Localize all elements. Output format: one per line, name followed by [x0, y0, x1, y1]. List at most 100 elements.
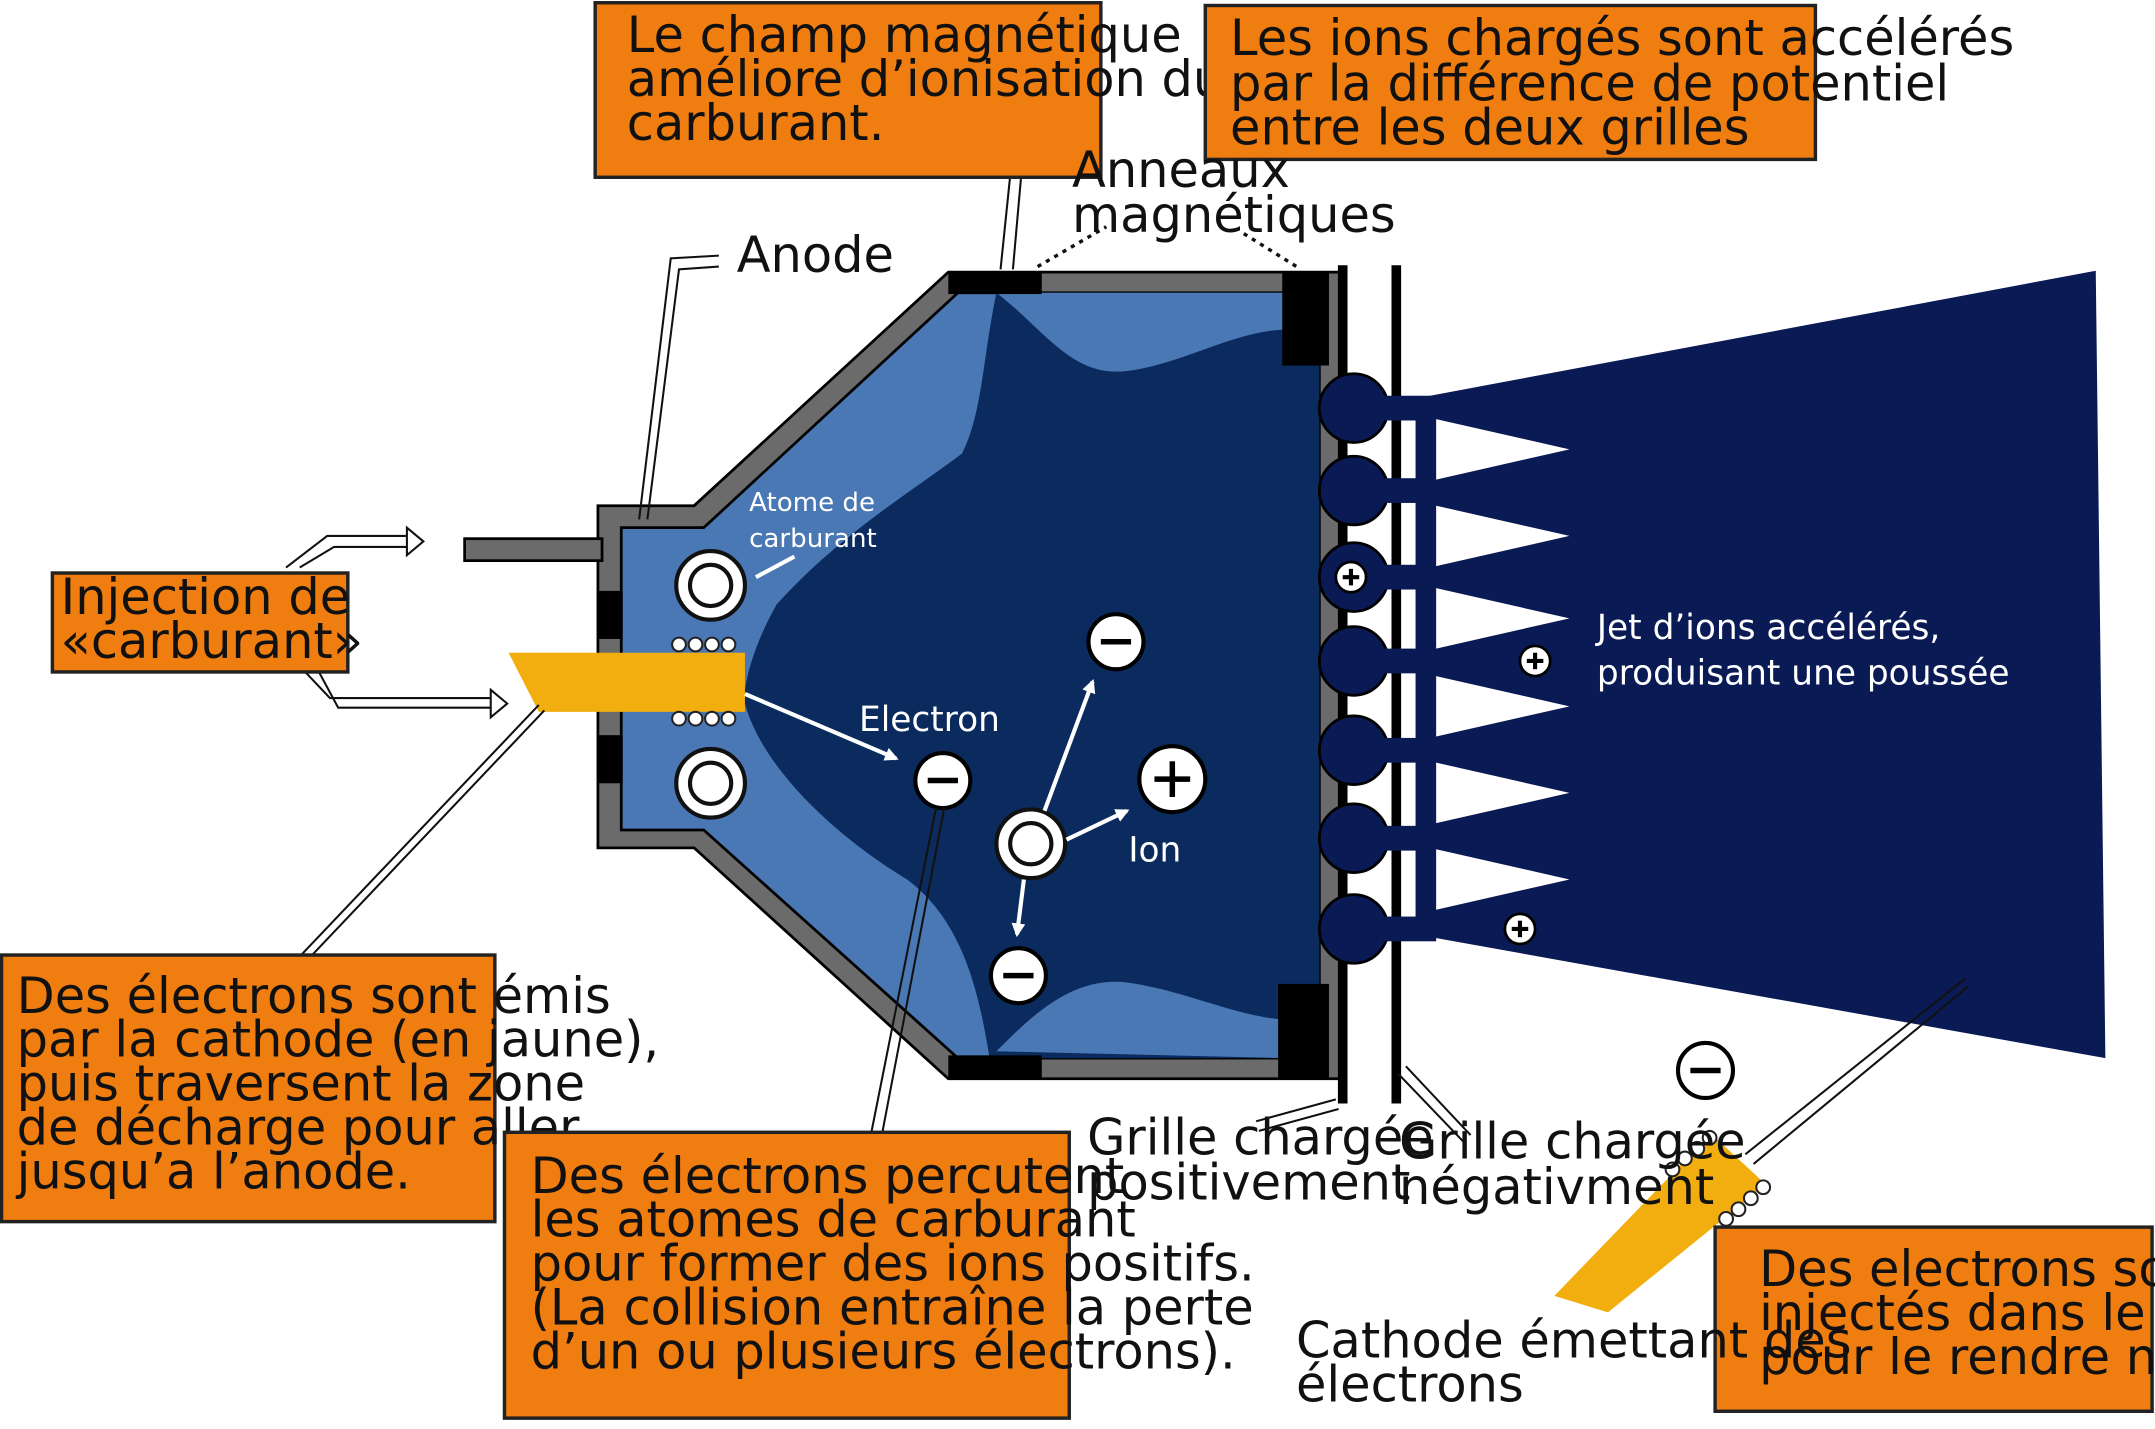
ion-symbol — [1137, 744, 1208, 815]
callout-ions-accelerated: Les ions chargés sont accélérés par la d… — [1203, 3, 2014, 162]
ion-in-grid-plus — [1342, 568, 1360, 586]
magnetic-ring-top-right — [1282, 272, 1329, 366]
injection-leader-top — [285, 534, 407, 569]
jet-gap-spike — [1436, 762, 1570, 824]
fuel-atom — [994, 807, 1068, 881]
beamlet-neck — [1374, 564, 1437, 590]
cathode-left — [508, 652, 745, 712]
electron-symbol — [913, 750, 973, 811]
callout-line: par la différence de potentiel — [1230, 54, 1949, 112]
magnetic-ring-top-left — [948, 272, 1042, 295]
callout-magnetic-field: Le champ magnétique améliore d’ionisatio… — [593, 1, 1224, 179]
electron-symbol — [1675, 1040, 1736, 1101]
callout-line: injectés dans le jet — [1759, 1284, 2155, 1342]
chamber-dark — [744, 292, 1320, 1059]
callout-line: (La collision entraîne la perte — [531, 1279, 1254, 1337]
beamlet-neck — [1374, 478, 1437, 503]
injection-leader-bottom — [304, 671, 491, 709]
electron-symbol — [988, 946, 1048, 1006]
ion-arrow-down — [1011, 879, 1026, 938]
callout-line: Des électrons percutent — [531, 1147, 1125, 1205]
callout-line: les atomes de carburant — [531, 1191, 1136, 1249]
callout-line: Le champ magnétique — [627, 6, 1182, 64]
fuel-atom-label: carburant — [749, 524, 877, 554]
callout-line: par la cathode (en jaune), — [17, 1011, 659, 1069]
electron-beads-top — [671, 636, 737, 653]
beamlet-neck — [1374, 737, 1437, 763]
anode-rod — [463, 537, 604, 563]
jet-gap-spike — [1436, 588, 1570, 649]
pos-grid-leader — [1255, 1098, 1339, 1132]
magnetic-ring-bottom-left — [948, 1055, 1042, 1079]
jet-gap-spike — [1436, 505, 1570, 567]
callout-line: Des électrons sont émis — [17, 967, 611, 1025]
fuel-atom — [674, 548, 748, 622]
ion-jet — [1415, 270, 2106, 1059]
callout-line: Des electrons sont — [1759, 1240, 2155, 1298]
callout-fuel-injection: Injection de «carburant» — [50, 568, 363, 674]
callout-line: pour former des ions positifs. — [531, 1235, 1255, 1293]
fuel-atom — [674, 746, 748, 820]
fuel-atom-pointer — [754, 554, 796, 579]
fuel-atom-label: Atome de — [749, 488, 875, 518]
electron-path-arrow — [744, 692, 899, 761]
ion-label: Ion — [1128, 831, 1181, 871]
callout-electrons-injected: Des electrons sont injectés dans le jet … — [1713, 1225, 2155, 1413]
neutral-leader — [1744, 977, 1969, 1165]
injection-arrow-bottom — [489, 687, 509, 720]
callout-line: Injection de — [61, 568, 351, 626]
ion-symbol — [1518, 644, 1552, 678]
jet-label: Jet d’ions accélérés, — [1595, 608, 1940, 648]
cathode-label: électrons — [1296, 1356, 1524, 1414]
callout-line: jusqu’a l’anode. — [16, 1143, 411, 1201]
anode-block-top — [597, 590, 623, 639]
beamlet-neck — [1374, 916, 1437, 942]
emit-leader — [300, 704, 546, 956]
jet-gap-spike — [1436, 676, 1570, 737]
callout-line: «carburant» — [61, 612, 363, 670]
ion-arrow-right — [1065, 808, 1130, 842]
plasma-bottom-lobe — [996, 981, 1285, 1059]
rings-dot-right — [1242, 232, 1300, 270]
callout-line: pour le rendre neutre — [1759, 1328, 2155, 1386]
electron-symbol — [1086, 612, 1146, 672]
ion-arrow-up — [1042, 679, 1096, 812]
callout-line: d’un ou plusieurs électrons). — [531, 1323, 1236, 1381]
plasma-top-lobe — [996, 292, 1285, 372]
field-leader — [999, 175, 1023, 270]
beamlet-neck — [1374, 648, 1437, 674]
callout-line: Les ions chargés sont accélérés — [1230, 9, 2014, 67]
cathode-neutralizer — [1554, 1133, 1766, 1313]
negative-grid-label: Grille chargée — [1399, 1112, 1746, 1170]
anode-block-bottom — [597, 735, 623, 784]
leaders — [285, 175, 1969, 1165]
jet-gap-spike — [1436, 419, 1570, 480]
jet-gap-spike — [1436, 849, 1570, 910]
positive-grid-label: Grille chargée — [1087, 1108, 1434, 1166]
negative-grid-label: négativment — [1399, 1158, 1714, 1216]
beamlets — [1317, 372, 1570, 965]
callout-line: de décharge pour aller — [17, 1099, 580, 1157]
anode-leader — [638, 254, 719, 520]
ion-symbol — [1503, 912, 1537, 946]
neg-grid-leader — [1396, 1065, 1472, 1143]
beamlet-neck — [1374, 825, 1437, 851]
cathode-label: Cathode émettant des — [1296, 1312, 1852, 1370]
electron-beads-neutralizer — [1664, 1129, 1772, 1227]
electron-beads-bottom — [671, 710, 737, 727]
callout-line: entre les deux grilles — [1230, 98, 1749, 156]
magnetic-rings-label: Anneaux — [1072, 141, 1290, 199]
jet-label: produisant une poussée — [1597, 653, 2010, 693]
rings-dot-left — [1036, 225, 1108, 269]
callout-electrons-emitted: Des électrons sont émis par la cathode (… — [0, 953, 659, 1224]
injection-arrow-top — [405, 525, 426, 558]
callout-line: améliore d’ionisation du — [627, 50, 1224, 108]
callout-line: puis traversent la zone — [17, 1055, 585, 1113]
callout-line: carburant. — [627, 94, 885, 152]
callout-electrons-collide: Des électrons percutent les atomes de ca… — [502, 1130, 1255, 1420]
magnetic-ring-bottom-right — [1278, 983, 1329, 1079]
electron-label: Electron — [859, 700, 1000, 740]
collide-leader — [870, 807, 946, 1133]
